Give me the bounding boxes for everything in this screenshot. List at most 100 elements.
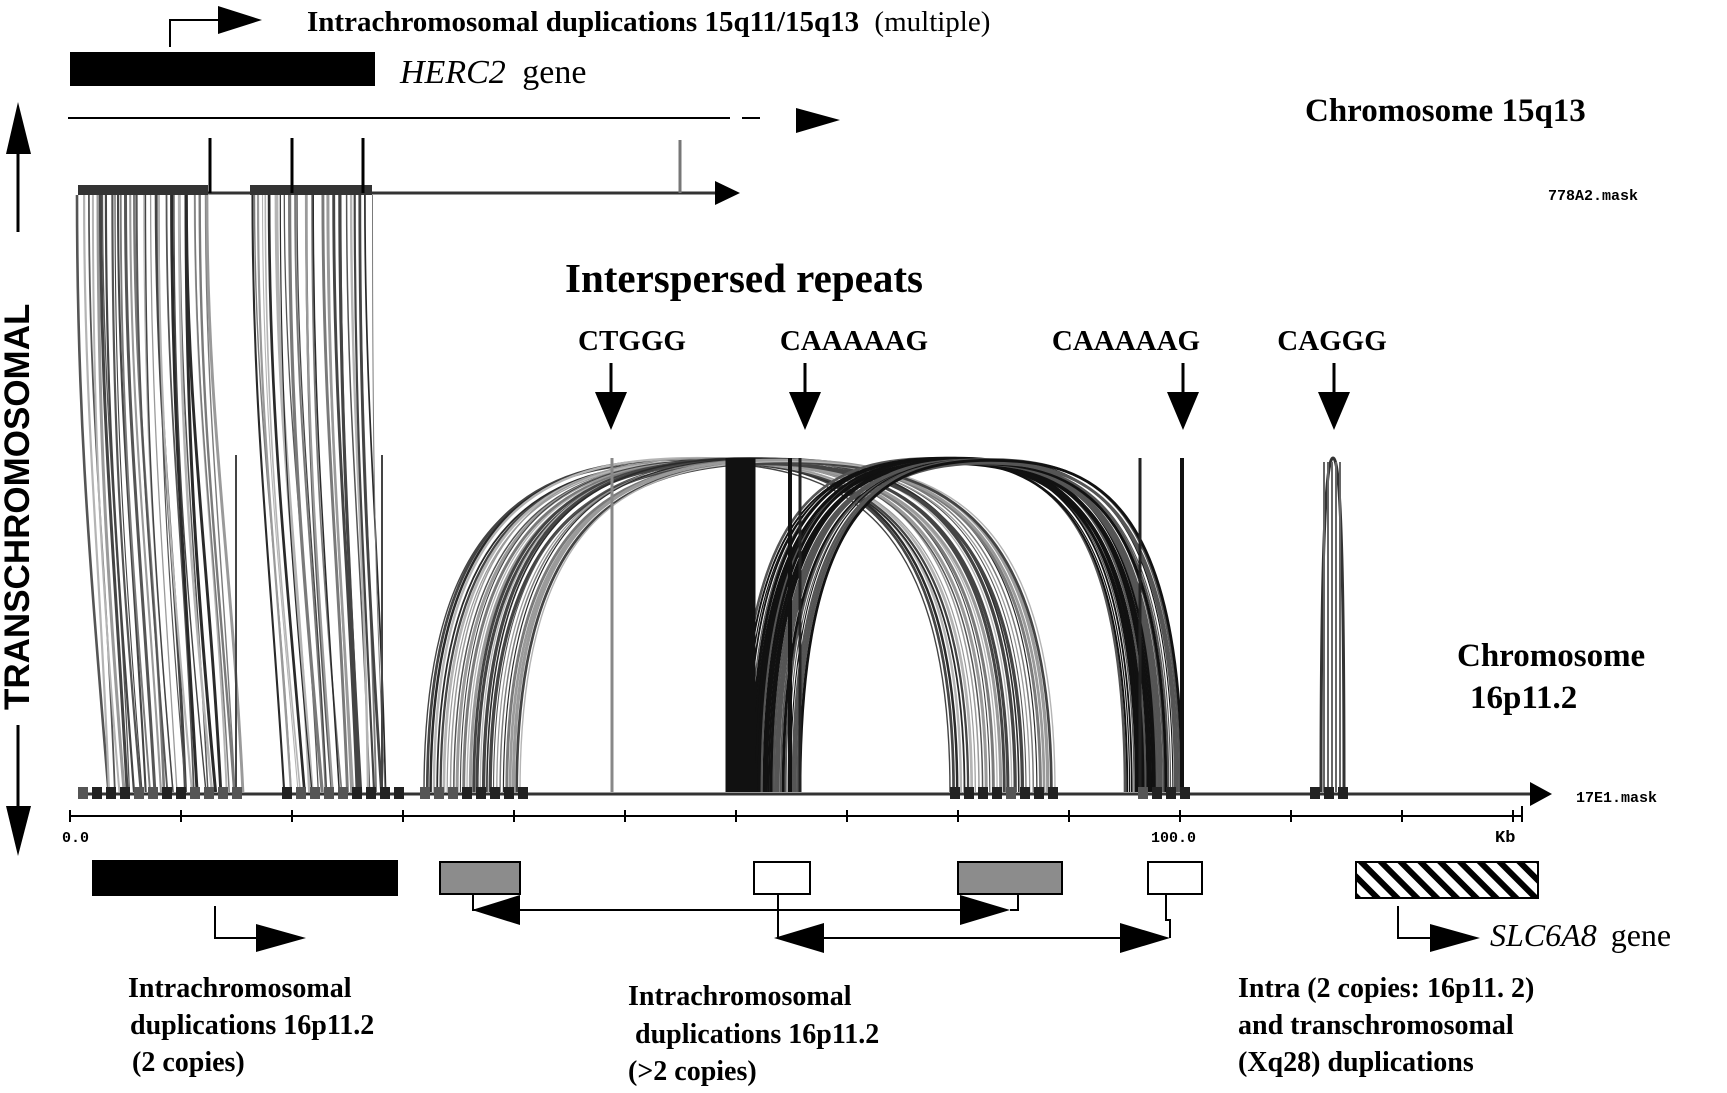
mask-segment <box>1310 787 1320 799</box>
match-line <box>194 194 230 793</box>
arc-line <box>798 458 1184 793</box>
slc6a8-gene-word: gene <box>1611 917 1671 953</box>
chromosome-15-axis <box>68 108 840 133</box>
match-line <box>149 194 178 793</box>
repeat-marker-caaaaag-2: CAAAAAG <box>1052 325 1200 430</box>
mask-segment <box>394 787 404 799</box>
mask-segment <box>106 787 116 799</box>
match-line <box>119 194 152 793</box>
chromosome-16-line1: Chromosome <box>1457 638 1645 674</box>
match-line <box>251 194 286 793</box>
arc-line <box>519 460 1056 793</box>
kb-scale-axis <box>69 806 1523 822</box>
match-line <box>267 194 306 793</box>
chromosome-16-line2: 16p11.2 <box>1470 680 1577 716</box>
gray-duplication-block-2 <box>957 861 1063 895</box>
match-line <box>144 194 174 793</box>
caption-right-line2: and transchromosomal <box>1238 1010 1514 1041</box>
white-duplication-link <box>774 894 1171 953</box>
match-line <box>358 194 383 793</box>
herc2-gene-name: HERC2 <box>399 54 506 91</box>
match-line <box>288 194 324 793</box>
match-line <box>372 194 386 793</box>
match-line <box>124 194 157 793</box>
left-duplication-block <box>92 860 398 896</box>
match-line <box>173 194 207 793</box>
repeat-motif-label: CAAAAAG <box>1052 325 1200 357</box>
mask-segment <box>462 787 472 799</box>
mask-segment <box>1006 787 1016 799</box>
caption-left-line3: (2 copies) <box>132 1047 245 1078</box>
repeat-marker-caaaaag-1: CAAAAAG <box>780 325 928 430</box>
match-line <box>96 194 126 793</box>
match-line <box>114 194 143 793</box>
match-line <box>321 194 349 793</box>
left-promoter-arrow <box>214 906 306 952</box>
mask-segment <box>950 787 960 799</box>
transchromosomal-match-lines <box>75 194 387 793</box>
mask-segment <box>434 787 444 799</box>
mask-segment <box>190 787 200 799</box>
repeat-marker-ctggg: CTGGG <box>578 325 686 430</box>
mask-segment <box>518 787 528 799</box>
herc2-gene-block <box>70 52 375 86</box>
mask-segment <box>1152 787 1162 799</box>
mask-segment <box>296 787 306 799</box>
match-line <box>157 194 194 793</box>
mask-segment <box>204 787 214 799</box>
down-arrow-icon <box>789 392 821 430</box>
match-line <box>294 194 327 793</box>
mask-segment <box>162 787 172 799</box>
mask-segment <box>1166 787 1176 799</box>
mask-segment <box>490 787 500 799</box>
down-arrow-icon <box>1167 392 1199 430</box>
top-mask-label: 778A2.mask <box>1548 188 1638 205</box>
bottom-mask-track <box>78 782 1552 806</box>
scale-unit-label: Kb <box>1495 829 1515 848</box>
match-line <box>177 194 214 793</box>
mask-segment <box>176 787 186 799</box>
repeat-markers: CTGGG CAAAAAG CAAAAAG CAGGG <box>578 325 1387 430</box>
match-line <box>264 194 302 793</box>
caption-left-line2: duplications 16p11.2 <box>130 1010 374 1041</box>
match-line <box>91 194 121 793</box>
mask-segment <box>420 787 430 799</box>
transchromosomal-double-arrow <box>6 102 31 856</box>
slc6a8-gene-name: SLC6A8 <box>1490 917 1597 953</box>
caption-left-line1: Intrachromosomal <box>128 973 352 1004</box>
down-arrow-icon <box>1318 392 1350 430</box>
match-line <box>99 194 129 793</box>
mask-segment <box>232 787 242 799</box>
match-line <box>312 194 341 793</box>
mask-segment <box>1020 787 1030 799</box>
scale-start-label: 0.0 <box>62 830 89 847</box>
mask-segment <box>992 787 1002 799</box>
bottom-mask-label: 17E1.mask <box>1576 790 1657 807</box>
match-line <box>111 194 142 793</box>
mask-segment <box>448 787 458 799</box>
mask-segment <box>1324 787 1334 799</box>
arc-line <box>793 461 1179 793</box>
match-line <box>332 194 359 793</box>
arc-line <box>511 458 1050 793</box>
match-line <box>129 194 163 793</box>
mask-segment <box>282 787 292 799</box>
mask-segment <box>476 787 486 799</box>
slc6a8-gene-label: SLC6A8 gene <box>1490 917 1671 953</box>
scale-mid-label: 100.0 <box>1151 830 1196 847</box>
mask-segment <box>120 787 130 799</box>
match-line <box>184 194 223 793</box>
match-line <box>165 194 195 793</box>
mask-segment <box>148 787 158 799</box>
match-line <box>353 194 376 793</box>
mask-segment <box>134 787 144 799</box>
down-arrow-icon <box>595 392 627 430</box>
top-duplications-bold: Intrachromosomal duplications 15q11/15q1… <box>307 6 859 38</box>
repeat-motif-label: CTGGG <box>578 325 686 357</box>
caption-middle-line3: (>2 copies) <box>628 1056 757 1087</box>
caption-middle-line1: Intrachromosomal <box>628 981 852 1012</box>
match-line <box>198 194 236 793</box>
match-line <box>338 194 363 793</box>
gray-duplication-block-1 <box>439 861 521 895</box>
transchromosomal-label: TRANSCHROMOSOMAL <box>0 304 37 710</box>
